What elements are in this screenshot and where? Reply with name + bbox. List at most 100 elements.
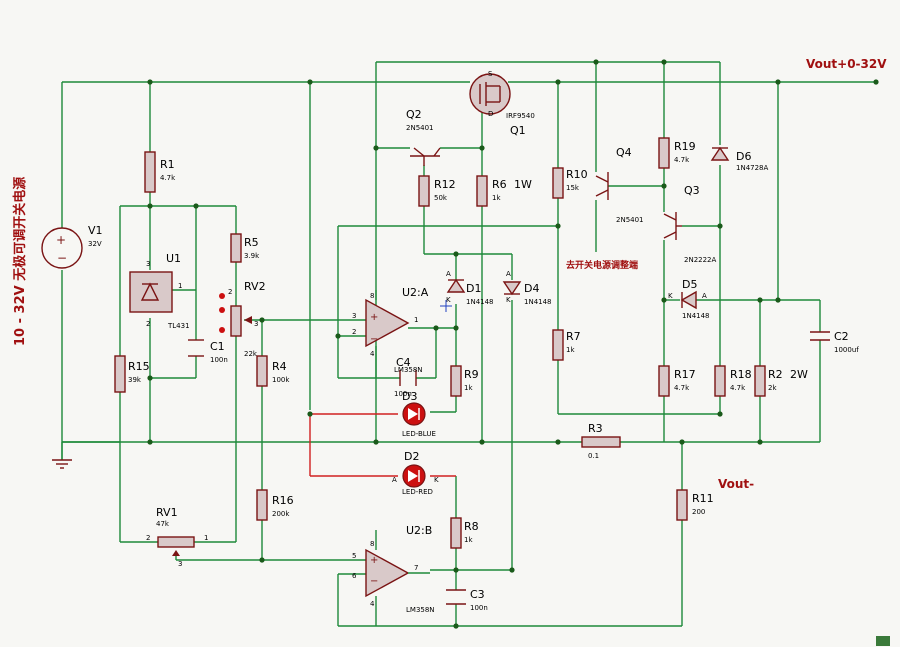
d1[interactable]: D1 1N4148 A K bbox=[446, 270, 494, 306]
r3-ref: R3 bbox=[588, 422, 603, 435]
r6-ref: R6 bbox=[492, 178, 507, 191]
capacitors: C1 100n C4 100n C2 1000uf C3 100n bbox=[188, 330, 859, 612]
r9-ref: R9 bbox=[464, 368, 479, 381]
r16-ref: R16 bbox=[272, 494, 294, 507]
q1-mosfet[interactable]: IRF9540 Q1 S D bbox=[469, 70, 535, 137]
vout-plus-label: Vout+0-32V bbox=[806, 57, 887, 71]
svg-text:3: 3 bbox=[254, 320, 258, 328]
d5-value: 1N4148 bbox=[682, 312, 710, 320]
d6-value: 1N4728A bbox=[736, 164, 769, 172]
svg-text:4: 4 bbox=[370, 350, 375, 358]
r18-body[interactable] bbox=[714, 365, 726, 397]
svg-text:−: − bbox=[370, 576, 378, 587]
svg-text:+: + bbox=[370, 555, 378, 566]
led-blue[interactable]: D3 LED-BLUE bbox=[402, 390, 436, 438]
switch-adjust-note: 去开关电源调整端 bbox=[566, 259, 638, 271]
svg-text:+: + bbox=[56, 233, 66, 247]
r16-value: 200k bbox=[272, 510, 290, 518]
d4[interactable]: D4 1N4148 A K bbox=[502, 270, 552, 306]
q3-value: 2N2222A bbox=[684, 256, 717, 264]
rv2-ref: RV2 bbox=[244, 280, 266, 293]
u1-ref: U1 bbox=[166, 252, 181, 265]
c1[interactable]: C1 100n bbox=[188, 339, 228, 364]
c2-value: 1000uf bbox=[834, 346, 859, 354]
r15-body[interactable] bbox=[114, 355, 126, 393]
q2-value: 2N5401 bbox=[406, 124, 434, 132]
r12-body[interactable] bbox=[418, 175, 430, 207]
svg-text:K: K bbox=[668, 292, 673, 300]
svg-text:A: A bbox=[702, 292, 707, 300]
r17-body[interactable] bbox=[658, 365, 670, 397]
r6-value: 1k bbox=[492, 194, 501, 202]
r11-body[interactable] bbox=[676, 489, 688, 521]
r2-extra: 2W bbox=[790, 368, 808, 381]
r9-value: 1k bbox=[464, 384, 473, 392]
opamp-u2a[interactable]: + − U2:A LM358N 3 2 1 8 4 bbox=[352, 286, 429, 374]
rv2-pot[interactable]: RV2 22k 2 3 bbox=[219, 280, 266, 358]
r12-ref: R12 bbox=[434, 178, 456, 191]
r7-ref: R7 bbox=[566, 330, 581, 343]
r12-value: 50k bbox=[434, 194, 448, 202]
svg-text:K: K bbox=[446, 296, 451, 304]
d1-value: 1N4148 bbox=[466, 298, 494, 306]
r6-extra: 1W bbox=[514, 178, 532, 191]
svg-text:A: A bbox=[392, 476, 397, 484]
opamp-u2b[interactable]: + − U2:B LM358N 5 6 7 8 4 bbox=[352, 524, 435, 614]
svg-text:4: 4 bbox=[370, 600, 375, 608]
c3[interactable]: C3 100n bbox=[446, 588, 488, 612]
junctions bbox=[147, 59, 879, 629]
r5-body[interactable] bbox=[230, 233, 242, 263]
r17-value: 4.7k bbox=[674, 384, 690, 392]
rv1-ref: RV1 bbox=[156, 506, 178, 519]
svg-text:8: 8 bbox=[370, 292, 374, 300]
q4-pnp[interactable]: Q4 2N5401 bbox=[595, 146, 644, 224]
r10-body[interactable] bbox=[552, 167, 564, 199]
d6[interactable]: D6 1N4728A bbox=[710, 146, 769, 172]
u1-tl431[interactable]: U1 TL431 1 3 2 bbox=[129, 252, 190, 330]
d2-ref: D2 bbox=[404, 450, 419, 463]
r17-ref: R17 bbox=[674, 368, 696, 381]
r2-ref: R2 bbox=[768, 368, 783, 381]
rv1-pot[interactable]: RV1 47k 2 1 3 bbox=[146, 506, 208, 568]
q3-npn[interactable]: Q3 2N2222A bbox=[663, 184, 717, 264]
r10-value: 15k bbox=[566, 184, 580, 192]
r2-body[interactable] bbox=[754, 365, 766, 397]
u2a-value: LM358N bbox=[394, 366, 423, 374]
svg-text:K: K bbox=[434, 476, 439, 484]
q4-value: 2N5401 bbox=[616, 216, 644, 224]
r11-ref: R11 bbox=[692, 492, 714, 505]
d5[interactable]: D5 1N4148 K A bbox=[668, 278, 710, 320]
svg-text:+: + bbox=[370, 312, 378, 323]
r4-body[interactable] bbox=[256, 355, 268, 387]
d6-ref: D6 bbox=[736, 150, 751, 163]
d1-ref: D1 bbox=[466, 282, 481, 295]
r2-value: 2k bbox=[768, 384, 777, 392]
svg-text:2: 2 bbox=[352, 328, 356, 336]
svg-text:3: 3 bbox=[352, 312, 356, 320]
q2-pnp[interactable]: Q2 2N5401 bbox=[406, 108, 441, 166]
r9-body[interactable] bbox=[450, 365, 462, 397]
c4[interactable]: C4 100n bbox=[394, 356, 417, 398]
svg-text:5: 5 bbox=[352, 552, 356, 560]
u1-value: TL431 bbox=[167, 322, 190, 330]
source-v1[interactable]: + − V1 32V bbox=[41, 224, 103, 269]
leds: D3 LED-BLUE D2 LED-RED A K bbox=[392, 390, 439, 496]
r6-body[interactable] bbox=[476, 175, 488, 207]
led-red[interactable]: D2 LED-RED A K bbox=[392, 450, 439, 496]
vertical-title: 10 - 32V 无极可调开关电源 bbox=[12, 177, 28, 346]
r1-body[interactable] bbox=[144, 151, 156, 193]
c1-ref: C1 bbox=[210, 340, 225, 353]
r19-ref: R19 bbox=[674, 140, 696, 153]
c2[interactable]: C2 1000uf bbox=[810, 330, 859, 354]
r3-body[interactable] bbox=[581, 436, 621, 448]
r16-body[interactable] bbox=[256, 489, 268, 521]
d4-ref: D4 bbox=[524, 282, 539, 295]
svg-text:2: 2 bbox=[228, 288, 232, 296]
r8-body[interactable] bbox=[450, 517, 462, 549]
r19-body[interactable] bbox=[658, 137, 670, 169]
v1-ref: V1 bbox=[88, 224, 103, 237]
c4-ref: C4 bbox=[396, 356, 411, 369]
r3-value: 0.1 bbox=[588, 452, 599, 460]
r7-body[interactable] bbox=[552, 329, 564, 361]
